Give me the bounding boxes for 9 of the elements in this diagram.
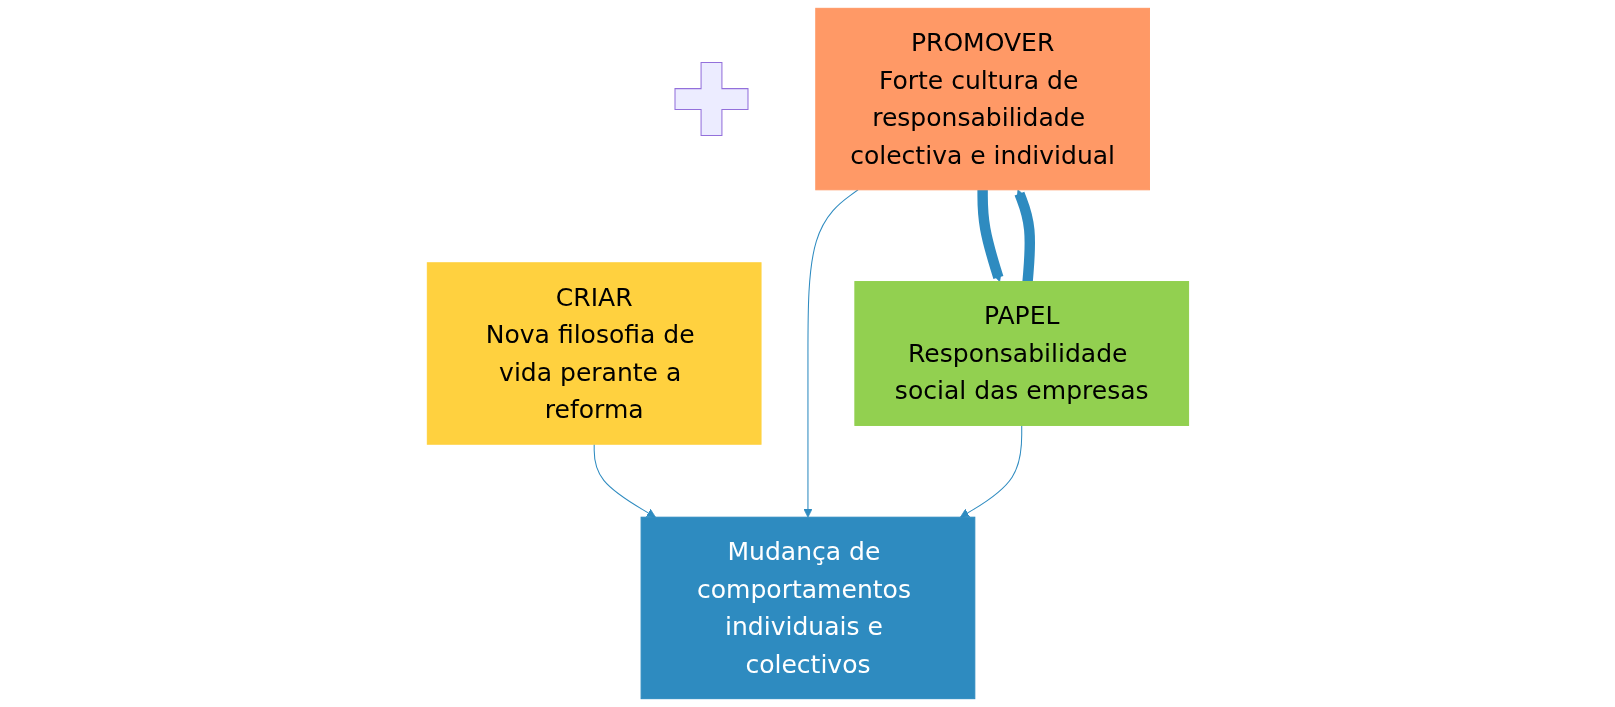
node-box: PAPEL Responsabilidade social das empresas [853,281,1189,426]
arrow [802,189,859,518]
arrow [1014,189,1035,282]
arrow [593,443,656,518]
node-box: CRIAR Nova filosofia de vida perante a reforma [426,262,762,445]
arrow [976,189,1003,282]
node-box: Mudança de comportamentos individuais e colectivos [640,516,975,700]
node-box: PROMOVER Forte cultura de responsabilidade colectiva e individual [814,7,1150,191]
arrow [959,424,1022,518]
